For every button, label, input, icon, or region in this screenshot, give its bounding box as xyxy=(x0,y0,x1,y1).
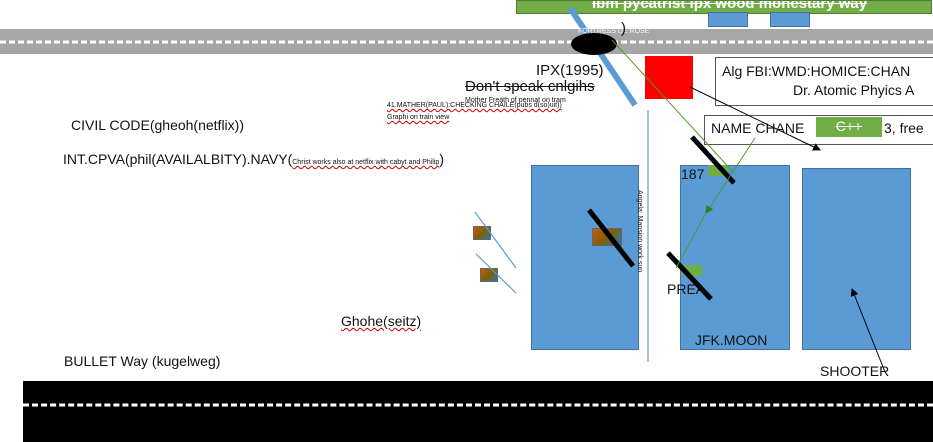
green-line-1 xyxy=(612,40,734,173)
barrier-left xyxy=(589,210,633,266)
intcpva-close: ) xyxy=(439,151,444,167)
jfk-moon-label: JFK.MOON xyxy=(695,332,767,348)
atomic-label: Dr. Atomic Phyics A xyxy=(793,82,914,98)
intcpva-label: INT.CPVA(phil(AVAILALBITY).NAVY(Christ w… xyxy=(63,151,444,167)
prea-label: PREA xyxy=(667,281,705,297)
intcpva-main: INT.CPVA(phil(AVAILALBITY).NAVY( xyxy=(63,151,292,167)
fortress-label: FORTRESS DE ROSE xyxy=(578,28,649,36)
bullet-way-label: BULLET Way (kugelweg) xyxy=(64,353,220,369)
vertical-note: Angela: Mansion work sun xyxy=(635,190,643,270)
name-chane-label: NAME CHANE xyxy=(711,120,804,136)
shooter-label: SHOOTER xyxy=(820,363,889,379)
arrow-shooter xyxy=(852,289,885,372)
ghohe-label: Ghohe(seitz) xyxy=(341,313,421,329)
mather-line: 41.MATHER(PAUL):CHECKING CHAILE(pubs d(s… xyxy=(387,102,562,110)
intcpva-small: Christ works also at netflix with cabyt … xyxy=(292,159,439,166)
ipx-label: IPX(1995) xyxy=(536,62,604,79)
alg-fbi-label: Alg FBI:WMD:HOMICE:CHAN xyxy=(722,63,910,79)
number-187: 187 xyxy=(681,166,704,182)
civil-code-label: CIVIL CODE(gheoh(netflix)) xyxy=(71,117,244,133)
dont-speak-label: Don't speak cnlgihs xyxy=(465,78,595,95)
free-suffix-label: 3, free xyxy=(884,120,924,136)
green-line-2 xyxy=(676,213,706,268)
closing-paren: ) xyxy=(621,20,626,37)
graphi-line: Graphi on train view xyxy=(387,114,449,122)
black-oval xyxy=(571,33,617,55)
green-arrow xyxy=(706,138,755,213)
